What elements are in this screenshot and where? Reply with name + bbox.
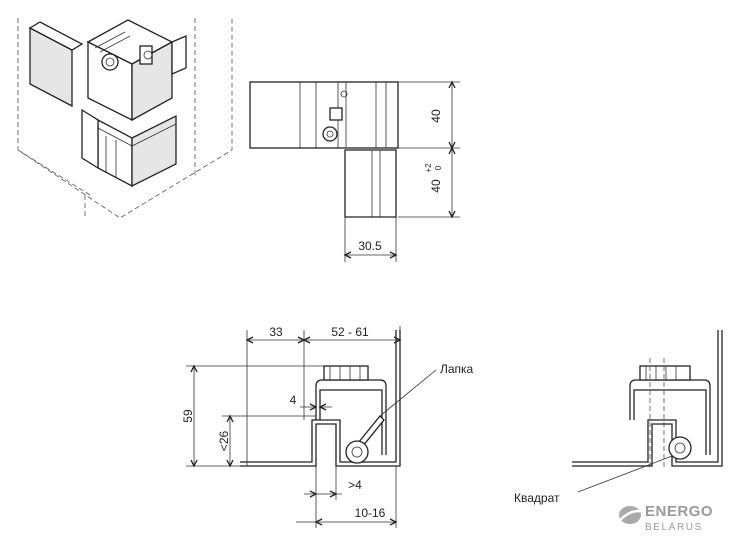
- dim-width-30-5: 30.5: [358, 239, 382, 253]
- dim-tol-lower: 0: [434, 165, 443, 170]
- dim-52-61: 52 - 61: [331, 325, 369, 339]
- isometric-hinge-view: [17, 18, 233, 219]
- section-view-kvadrat: Квадрат: [514, 330, 723, 505]
- dim-height-40-tol: 40: [429, 179, 443, 193]
- label-lapka: Лапка: [440, 362, 474, 376]
- dim-gt-4: >4: [348, 478, 362, 492]
- dim-lt-26: <26: [217, 430, 231, 451]
- dim-59: 59: [181, 409, 195, 423]
- label-kvadrat: Квадрат: [514, 491, 560, 505]
- front-hinge-view: 40 40 +2 0 30.5: [249, 80, 460, 262]
- logo-main-text: ENERGO: [645, 503, 713, 520]
- dim-10-16: 10-16: [355, 506, 386, 520]
- dim-tol-upper: +2: [424, 163, 433, 173]
- energo-belarus-logo: ENERGO BELARUS: [619, 503, 713, 533]
- dim-33: 33: [269, 325, 283, 339]
- dim-height-40: 40: [429, 109, 443, 123]
- dim-4: 4: [290, 393, 297, 407]
- logo-swoosh-icon: [619, 506, 645, 524]
- section-view-lapka: Лапка 33 52 - 61 59 4 <26 >4 10-16: [181, 325, 474, 528]
- logo-sub-text: BELARUS: [645, 522, 703, 533]
